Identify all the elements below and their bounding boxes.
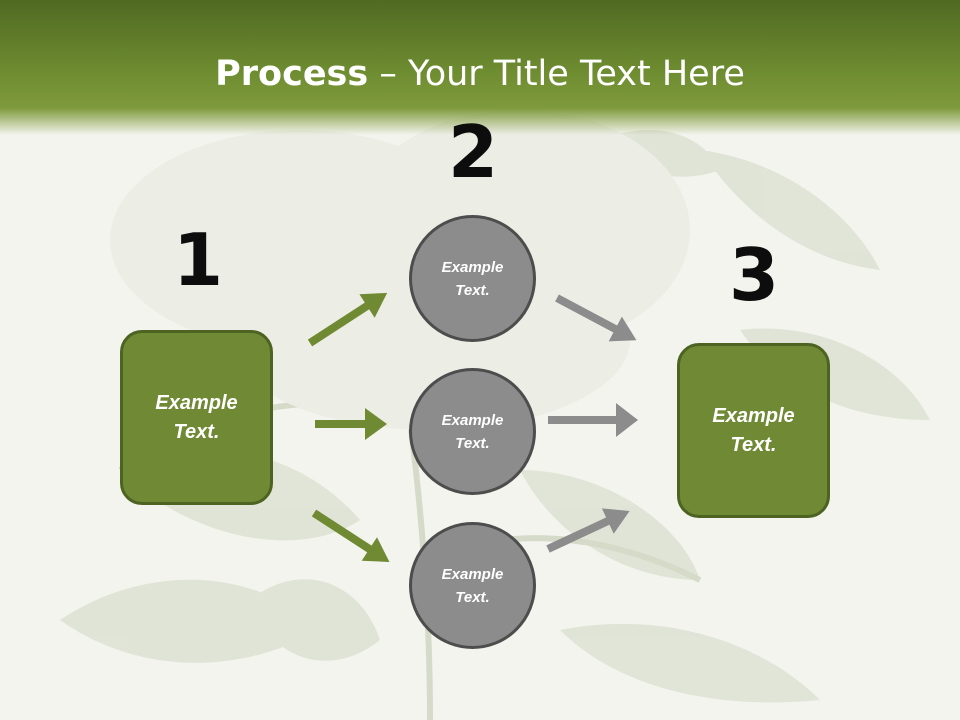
left-box-text: Example Text. <box>155 391 238 443</box>
arrow-box-to-circle-2 <box>315 408 387 440</box>
circle-step-1: Example Text. <box>409 215 536 342</box>
title-bold-part: Process <box>215 54 369 94</box>
title-rest-part: – Your Title Text Here <box>368 54 745 94</box>
circle-1-text: Example Text. <box>441 258 504 299</box>
left-process-box: Example Text. <box>120 330 273 505</box>
right-box-text: Example Text. <box>712 404 795 456</box>
arrow-circle-2-to-box <box>548 403 638 437</box>
circle-2-text: Example Text. <box>441 411 504 452</box>
step-number-1: 1 <box>172 218 224 302</box>
slide-title: Process – Your Title Text Here <box>0 52 960 96</box>
right-process-box: Example Text. <box>677 343 830 518</box>
arrow-box-to-circle-1 <box>307 292 388 347</box>
circle-3-text: Example Text. <box>441 565 504 606</box>
step-number-2: 2 <box>447 110 499 194</box>
step-number-3: 3 <box>728 233 780 317</box>
circle-step-2: Example Text. <box>409 368 536 495</box>
title-bar <box>0 0 960 135</box>
arrow-circle-1-to-box <box>555 294 637 342</box>
arrow-box-to-circle-3 <box>311 509 390 563</box>
arrow-circle-3-to-box <box>546 508 630 553</box>
circle-step-3: Example Text. <box>409 522 536 649</box>
